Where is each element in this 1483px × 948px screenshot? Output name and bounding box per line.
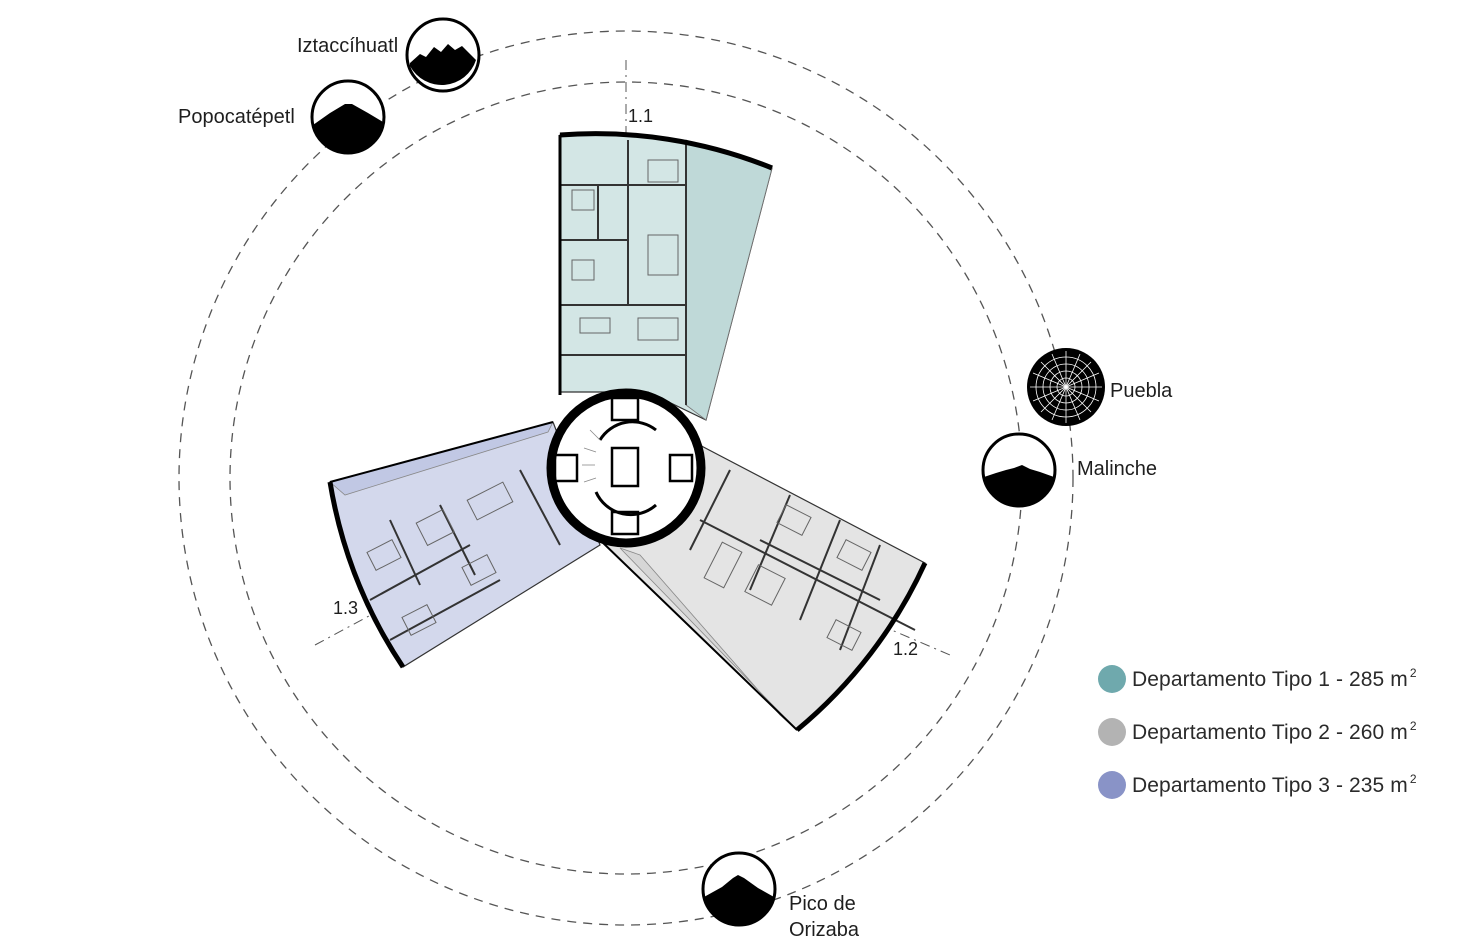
wing-2-label: 1.2 <box>893 639 918 659</box>
orizaba-label-line-2: Orizaba <box>789 919 860 941</box>
wing-2-axis <box>879 624 951 656</box>
orizaba-viewpoint-icon <box>701 851 777 927</box>
legend-swatch-tipo-2 <box>1098 717 1126 746</box>
elevator-1 <box>610 396 640 422</box>
wing-3-label: 1.3 <box>333 598 358 618</box>
stair-core <box>610 446 640 488</box>
elevator-4 <box>668 453 694 483</box>
elevator-2 <box>610 510 640 536</box>
iztaccihuatl-label: Iztaccíhuatl <box>297 35 398 57</box>
popocatepetl-viewpoint-icon <box>310 79 386 155</box>
spiral-stair <box>594 420 657 517</box>
wing-1-apartment-tipo-1 <box>558 131 773 421</box>
wing-1-label: 1.1 <box>628 106 653 126</box>
puebla-label: Puebla <box>1110 380 1173 402</box>
orizaba-label-line-1: Pico de <box>789 893 856 915</box>
malinche-viewpoint-icon <box>981 432 1057 508</box>
iztaccihuatl-viewpoint-icon <box>405 17 481 93</box>
outer-orbit-ring <box>178 30 1074 926</box>
central-core <box>546 388 706 548</box>
legend-swatch-tipo-3 <box>1098 770 1126 799</box>
wing-3-apartment-tipo-3 <box>327 421 601 669</box>
popocatepetl-label: Popocatépetl <box>178 106 295 128</box>
puebla-viewpoint-icon <box>1027 348 1105 426</box>
legend-swatch-tipo-1 <box>1098 664 1126 693</box>
malinche-label: Malinche <box>1077 458 1157 480</box>
elevator-3 <box>553 453 579 483</box>
